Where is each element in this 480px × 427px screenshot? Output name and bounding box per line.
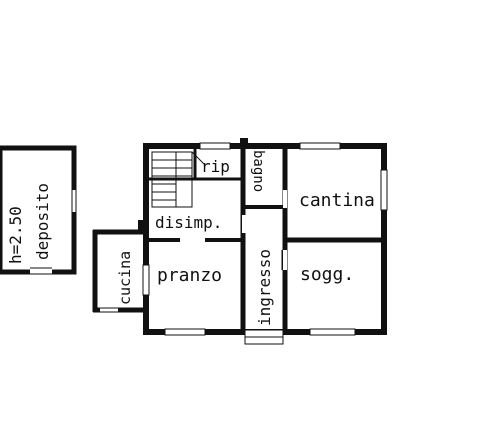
window-marks bbox=[142, 142, 388, 336]
label-ingresso: ingresso bbox=[255, 249, 274, 326]
deposito-building bbox=[0, 145, 77, 276]
staircase bbox=[151, 151, 206, 208]
label-bagno: bagno bbox=[250, 150, 266, 192]
label-deposito: deposito bbox=[33, 183, 52, 260]
label-cantina: cantina bbox=[299, 190, 375, 211]
label-height-note: h=2.50 bbox=[6, 206, 25, 264]
cucina-annex bbox=[92, 220, 148, 313]
label-cucina: cucina bbox=[116, 251, 134, 305]
label-pranzo: pranzo bbox=[157, 265, 222, 286]
entrance-step bbox=[244, 329, 284, 345]
door-marks bbox=[180, 138, 287, 270]
label-disimp: disimp. bbox=[155, 213, 222, 232]
label-rip: rip bbox=[201, 157, 230, 176]
label-sogg: sogg. bbox=[300, 264, 354, 285]
